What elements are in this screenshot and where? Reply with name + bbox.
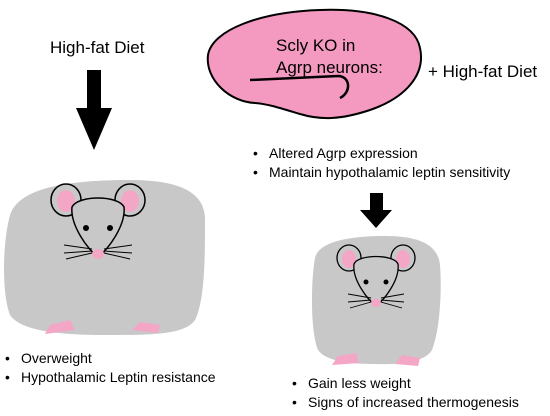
list-item: Altered Agrp expression: [253, 144, 510, 163]
lean-mouse-icon: [311, 236, 441, 366]
list-item: Overweight: [5, 349, 216, 368]
obese-mouse-icon: [4, 180, 205, 335]
down-arrow-icon: [76, 70, 112, 150]
left-outcomes-list: Overweight Hypothalamic Leptin resistanc…: [5, 349, 216, 387]
brain-label-line1: Scly KO in: [276, 36, 356, 55]
list-item: Signs of increased thermogenesis: [292, 393, 519, 412]
brain-label-line2: Agrp neurons:: [276, 58, 383, 77]
left-diet-label: High-fat Diet: [50, 38, 145, 57]
right-diet-label: + High-fat Diet: [428, 62, 538, 81]
brain-icon: [206, 8, 423, 120]
list-item: Maintain hypothalamic leptin sensitivity: [253, 163, 510, 182]
brain-effects-list: Altered Agrp expression Maintain hypotha…: [253, 144, 510, 182]
right-outcomes-list: Gain less weight Signs of increased ther…: [292, 374, 519, 412]
down-arrow-icon: [360, 193, 392, 228]
list-item: Gain less weight: [292, 374, 519, 393]
list-item: Hypothalamic Leptin resistance: [5, 368, 216, 387]
